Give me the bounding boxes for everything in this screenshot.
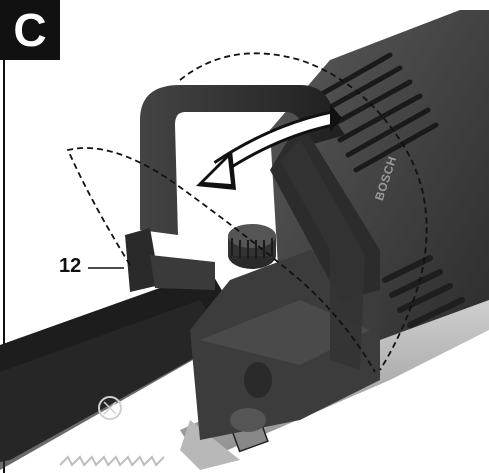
locking-knob — [228, 224, 276, 269]
callout-label: 12 — [59, 255, 82, 277]
rotation-arrow-icon — [196, 104, 342, 190]
figure-badge: C — [0, 0, 60, 60]
blade-logo-icon — [98, 396, 122, 420]
saw-blade — [0, 270, 245, 470]
dashed-position-outline — [66, 52, 428, 373]
d-handle — [125, 85, 380, 370]
